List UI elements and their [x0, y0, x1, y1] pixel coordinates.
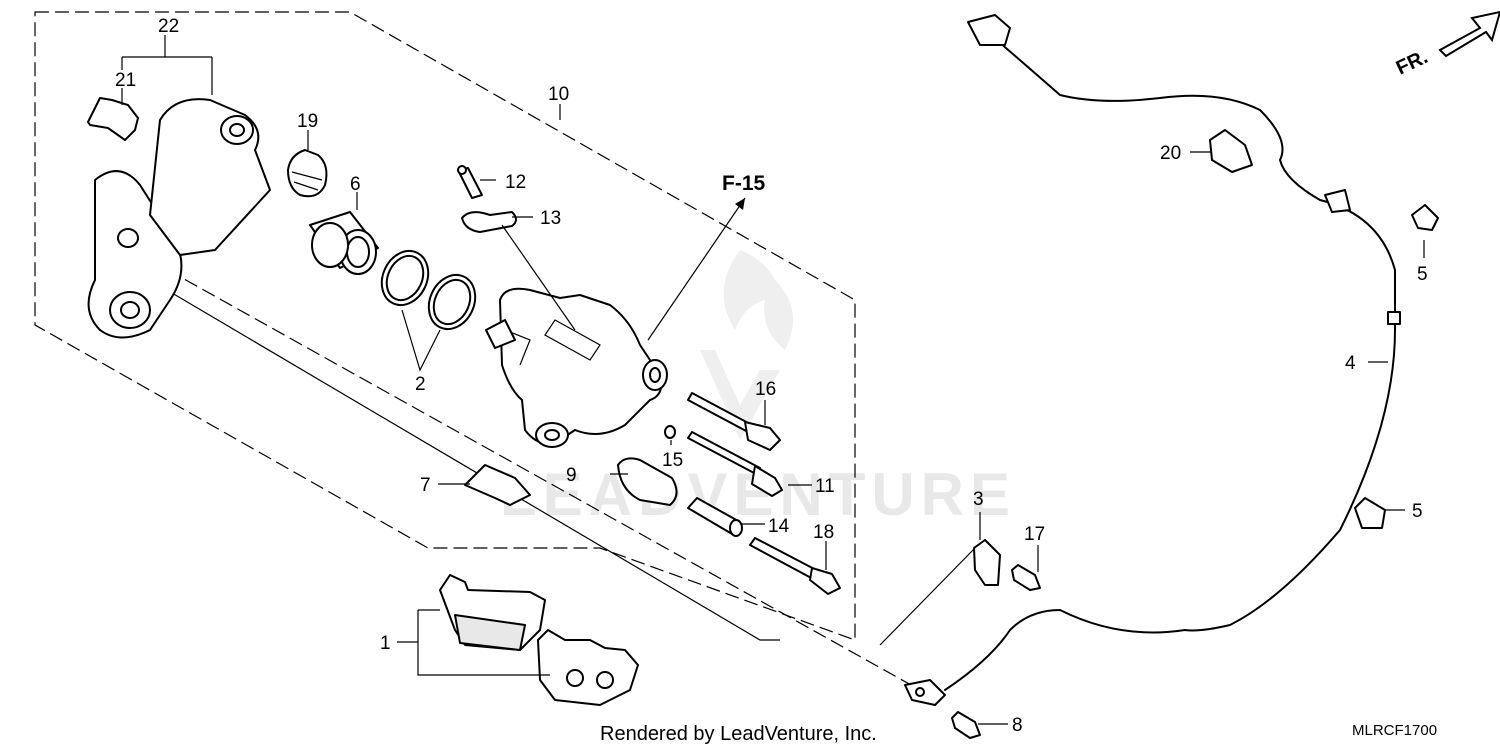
callout-6: 6	[350, 174, 361, 195]
bracket-bolt	[1011, 564, 1041, 591]
direction-label: FR.	[1393, 46, 1431, 80]
callout-16: 15	[662, 450, 683, 471]
callout-22: 18	[813, 522, 834, 543]
callout-14: 13	[540, 208, 561, 229]
callout-18: 19	[297, 111, 318, 132]
callout-17: 16	[755, 379, 776, 400]
callout-11: 10	[548, 84, 569, 105]
callout-19: 20	[1160, 143, 1181, 164]
pad-spring-lower	[464, 464, 531, 506]
reference-arrow	[647, 197, 746, 341]
footer-credit: Rendered by LeadVenture, Inc.	[600, 723, 877, 745]
callout-12: 11	[815, 476, 835, 497]
sensor-bracket	[973, 539, 1001, 586]
pad-spring	[87, 97, 139, 141]
mounting-bolt	[749, 537, 841, 595]
callout-21: 8	[1012, 715, 1023, 736]
caliper-body	[485, 287, 668, 448]
assembly-boundary	[34, 11, 856, 641]
bracket-leader-solid	[149, 279, 780, 641]
wire-clip-upper	[1411, 204, 1439, 231]
wire-clamp	[1209, 129, 1253, 173]
speed-sensor-wire	[904, 14, 1401, 706]
reference-label: F-15	[722, 172, 766, 195]
callout-2: 2	[415, 374, 426, 395]
pin-boot	[287, 149, 328, 198]
callout-9: 21	[115, 70, 136, 91]
callouts: 22 21 10 19 6 12 13 2 16 15 7 9 11 14 18…	[115, 16, 1428, 736]
leader-lines	[121, 35, 1425, 725]
callout-4: 3	[973, 489, 984, 510]
callout-8: 22	[158, 16, 179, 37]
direction-arrow: FR.	[1393, 10, 1500, 80]
slide-boot	[617, 457, 678, 506]
callout-20: 17	[1024, 524, 1045, 545]
diagram-code: MLRCF1700	[1352, 722, 1437, 739]
wire-clip-lower	[1354, 497, 1386, 529]
callout-5b: 5	[1412, 501, 1423, 522]
bleeder-valve	[457, 165, 483, 199]
slide-pin-2	[687, 431, 783, 497]
piston-seals	[380, 249, 477, 331]
callout-5a: 5	[1417, 264, 1428, 285]
watermark: LEADVENTURE	[500, 250, 1010, 528]
callout-1: 1	[380, 633, 391, 654]
callout-7: 7	[420, 475, 431, 496]
washer	[664, 425, 676, 439]
pin-sleeve	[687, 497, 743, 537]
bleeder-cap	[461, 211, 517, 233]
brake-pads	[439, 574, 639, 706]
sensor-bolt	[951, 711, 981, 739]
caliper-bracket	[87, 98, 271, 339]
slide-pin	[687, 392, 781, 451]
callout-3: 4	[1345, 353, 1356, 374]
callout-13: 12	[505, 172, 526, 193]
bracket-leader-dashed	[149, 259, 921, 691]
piston	[309, 211, 379, 275]
callout-15: 14	[768, 516, 790, 537]
callout-10: 9	[566, 465, 577, 486]
